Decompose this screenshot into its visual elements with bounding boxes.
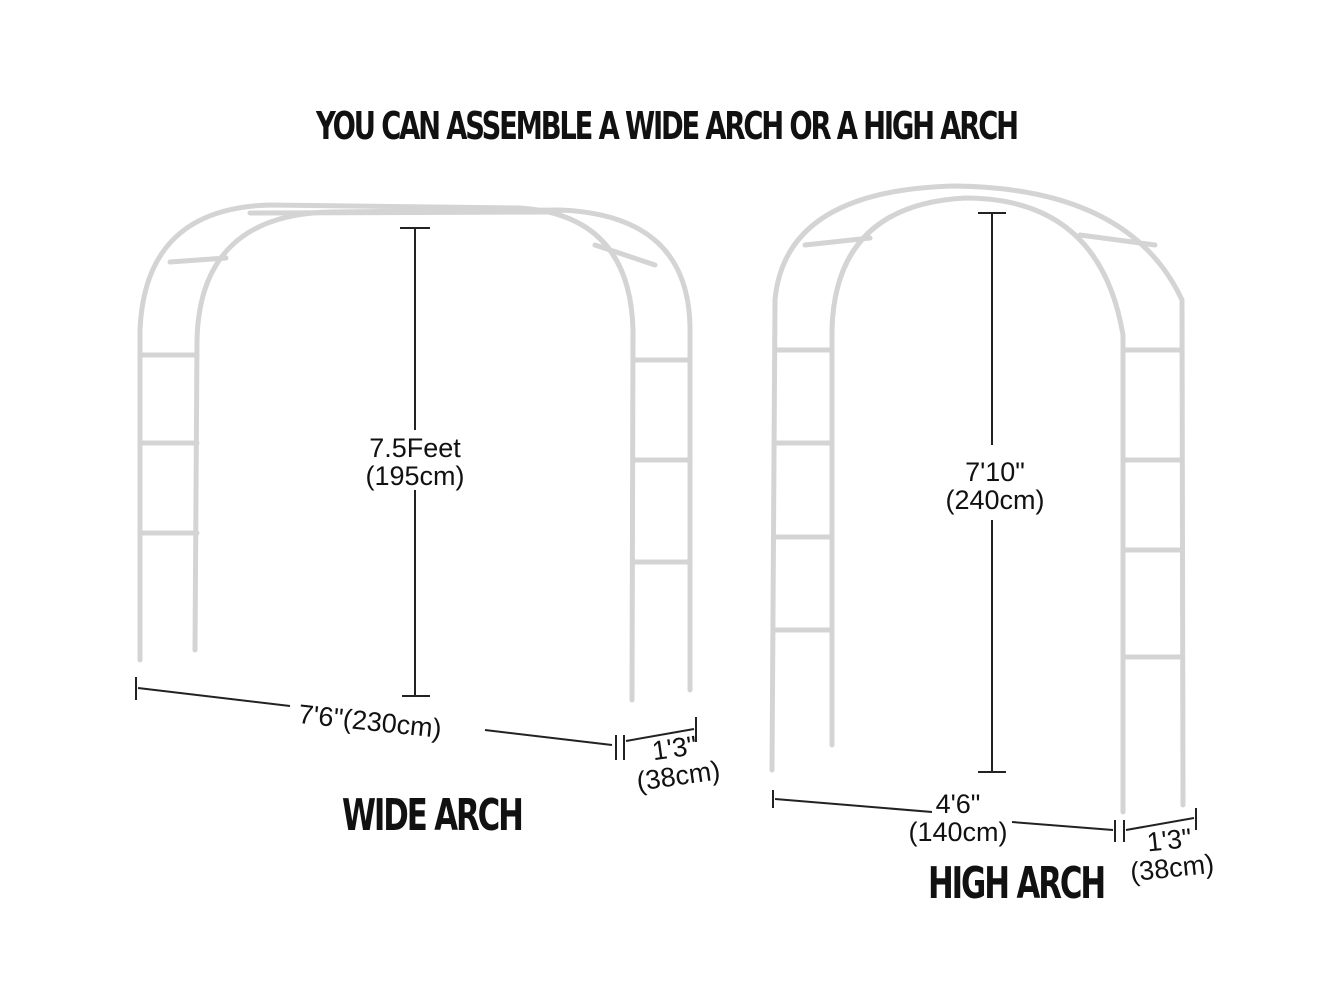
high-arch-width-feet: 4'6" [935,789,981,819]
page-title: YOU CAN ASSEMBLE A WIDE ARCH OR A HIGH A… [316,104,1019,148]
wide-arch-rung [592,242,658,268]
wide-arch-rung [247,209,563,216]
high-arch-width-label: 4'6" (140cm) [898,790,1018,846]
wide-arch-dimensions [135,227,697,760]
wide-arch-height-cm: (195cm) [365,461,465,491]
wide-arch-height-label: 7.5Feet (195cm) [355,434,475,490]
wide-arch-rung [167,255,229,265]
high-arch-height-cm: (240cm) [945,485,1045,515]
high-arch-rung [1077,232,1158,248]
high-arch-back-tube [829,195,1126,815]
wide-arch-label: WIDE ARCH [342,790,524,841]
high-arch-frame [769,183,1186,815]
high-arch-label: HIGH ARCH [928,858,1106,909]
high-arch-dimensions [772,212,1197,842]
high-arch-height-feet: 7'10" [965,457,1025,487]
high-arch-front-tube [769,183,1186,808]
wide-arch-height-feet: 7.5Feet [369,433,461,463]
high-arch-width-cm: (140cm) [908,817,1008,847]
high-arch-height-label: 7'10" (240cm) [935,458,1055,514]
wide-arch-frame [137,202,693,703]
high-arch-rung [802,235,873,248]
wide-arch-front-tube [137,202,636,703]
high-arch-depth-label: 1'3" (38cm) [1113,821,1228,888]
